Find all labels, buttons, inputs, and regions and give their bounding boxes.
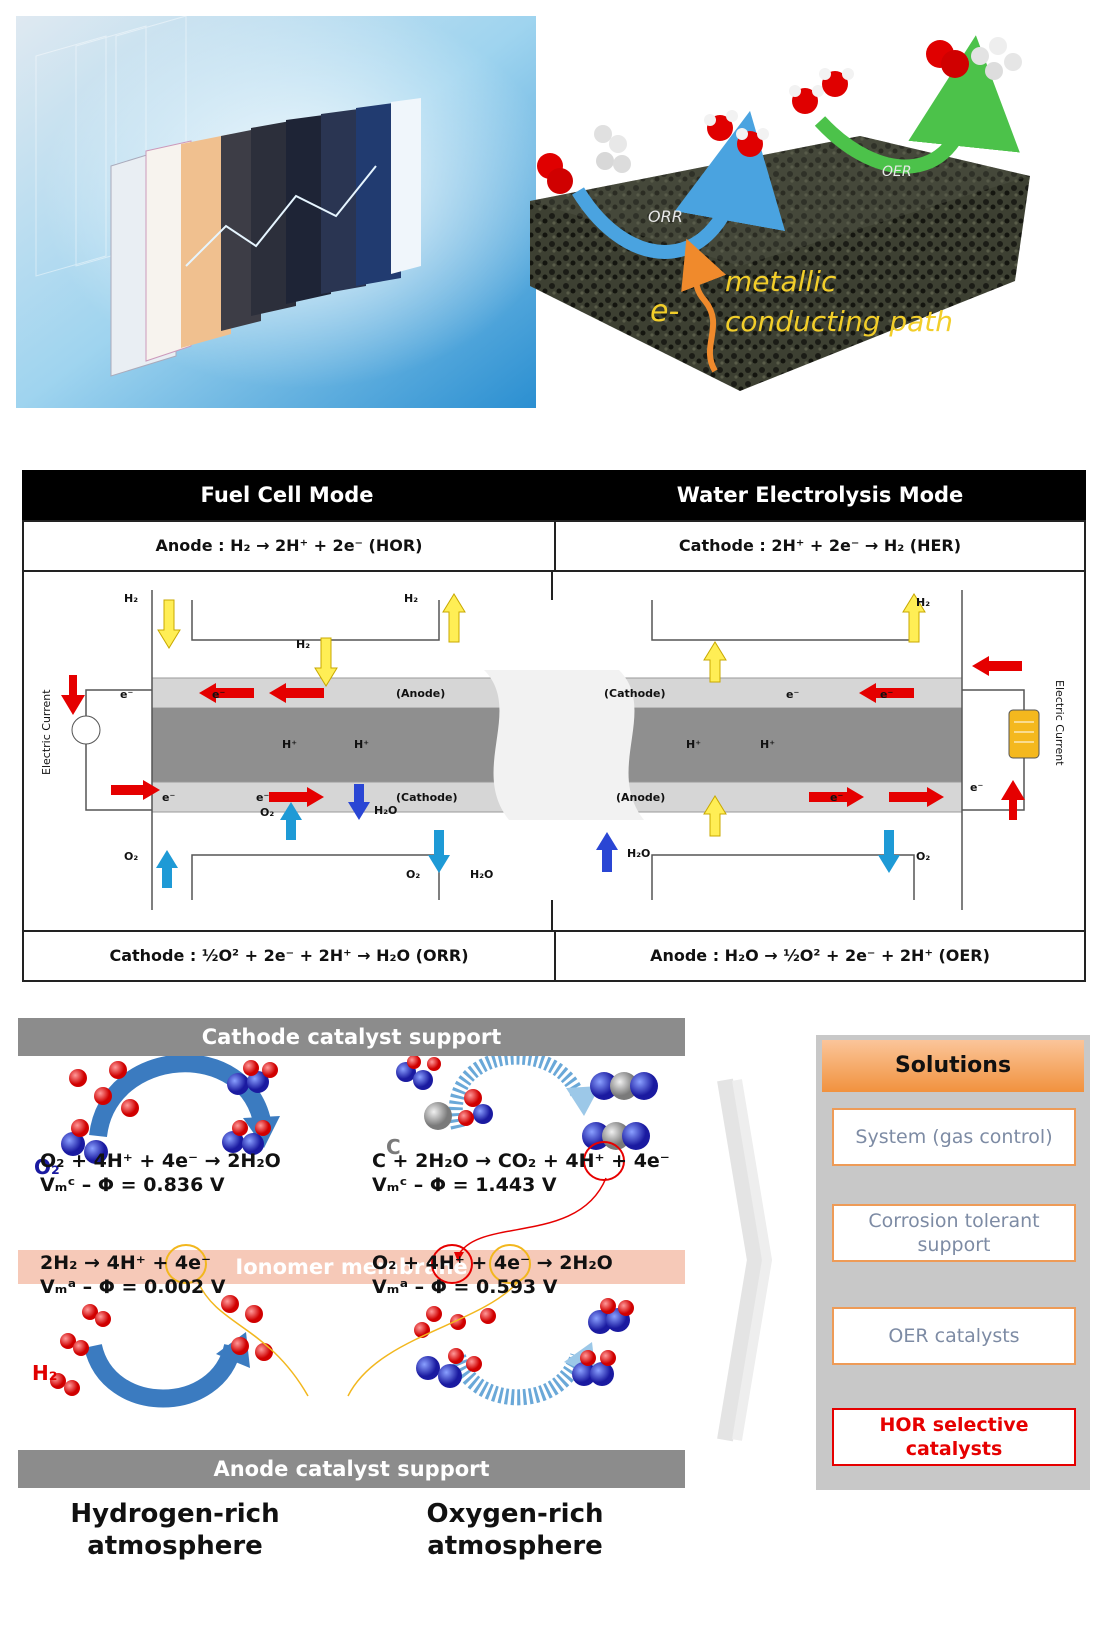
solution-oer-catalysts: OER catalysts bbox=[832, 1307, 1076, 1365]
transition-chevrons bbox=[717, 1078, 773, 1442]
electron-ext-right: e⁻ bbox=[970, 781, 983, 794]
h2-label-anode: H₂ bbox=[296, 638, 310, 651]
carbon-corrosion-equation: C + 2H₂O → CO₂ + 4H⁺ + 4e⁻ bbox=[372, 1150, 670, 1172]
top-equation-row: Anode : H₂ → 2H⁺ + 2e⁻ (HOR) Cathode : 2… bbox=[22, 520, 1086, 572]
catalyst-molecules: O₂ C H₂ bbox=[32, 1056, 658, 1408]
orr-label: ORR bbox=[648, 207, 683, 226]
solution-hor-selective-catalysts: HOR selective catalysts bbox=[832, 1408, 1076, 1466]
bottom-equation-row: Cathode : ½O² + 2e⁻ + 2H⁺ → H₂O (ORR) An… bbox=[22, 930, 1086, 982]
cathode-label-fc: (Cathode) bbox=[396, 791, 458, 804]
h2o-label-out: H₂O bbox=[470, 868, 493, 881]
h2-label-left: H₂ bbox=[124, 592, 138, 605]
hor-equation: Anode : H₂ → 2H⁺ + 2e⁻ (HOR) bbox=[155, 536, 423, 555]
electron-ec-top-2: e⁻ bbox=[880, 688, 893, 701]
h2-oxidation-voltage: Vₘᵃ – Φ = 0.002 V bbox=[40, 1276, 226, 1298]
anode-label-fc: (Anode) bbox=[396, 687, 445, 700]
electron-label: e- bbox=[650, 294, 679, 329]
electron-anode-1: e⁻ bbox=[212, 688, 225, 701]
h2-label-right: H₂ bbox=[916, 596, 930, 609]
h2o-label-cathode: H₂O bbox=[374, 804, 397, 817]
oer-label: OER bbox=[882, 164, 912, 180]
proton-1: H⁺ bbox=[282, 738, 297, 751]
electron-cathode-1: e⁻ bbox=[162, 791, 175, 804]
solutions-title: Solutions bbox=[822, 1040, 1084, 1092]
hydrogen-rich-label: Hydrogen-rich atmosphere bbox=[70, 1499, 280, 1561]
proton-3: H⁺ bbox=[686, 738, 701, 751]
electron-ext-left-top: e⁻ bbox=[120, 688, 133, 701]
h2-oxidation-equation: 2H₂ → 4H⁺ + 4e⁻ bbox=[40, 1252, 212, 1274]
oxygen-reduction-anode-equation: O₂ + 4H⁺ + 4e⁻ → 2H₂O bbox=[372, 1252, 613, 1274]
fuel-cell-stack-photo bbox=[16, 16, 536, 408]
anode-catalyst-band: Anode catalyst support bbox=[18, 1450, 685, 1488]
ionomer-band: Ionomer membrane bbox=[18, 1250, 685, 1284]
o2-reduction-voltage: Vₘᶜ – Φ = 0.836 V bbox=[40, 1174, 225, 1196]
cathode-label-we: (Cathode) bbox=[604, 687, 666, 700]
h2o-label-in: H₂O bbox=[627, 847, 650, 860]
h2-label-left-out: H₂ bbox=[404, 592, 418, 605]
mode-header: Fuel Cell Mode Water Electrolysis Mode bbox=[22, 470, 1086, 520]
conducting-path-label: conducting path bbox=[725, 305, 953, 338]
electron-ec-top-1: e⁻ bbox=[786, 688, 799, 701]
o2-label-cathode: O₂ bbox=[260, 806, 274, 819]
proton-4: H⁺ bbox=[760, 738, 775, 751]
cathode-catalyst-band: Cathode catalyst support bbox=[18, 1018, 685, 1056]
o2-label-out: O₂ bbox=[406, 868, 420, 881]
electric-current-right: Electric Current bbox=[1053, 680, 1066, 766]
proton-2: H⁺ bbox=[354, 738, 369, 751]
carbon-label: C bbox=[386, 1135, 401, 1159]
oer-equation: Anode : H₂O → ½O² + 2e⁻ + 2H⁺ (OER) bbox=[650, 946, 990, 965]
electron-cathode-2: e⁻ bbox=[256, 791, 269, 804]
h2-label: H₂ bbox=[32, 1361, 58, 1385]
metallic-label: metallic bbox=[725, 265, 837, 298]
anode-label-we: (Anode) bbox=[616, 791, 665, 804]
oxygen-rich-label: Oxygen-rich atmosphere bbox=[426, 1499, 604, 1561]
o2-label-left: O₂ bbox=[124, 850, 138, 863]
orr-equation: Cathode : ½O² + 2e⁻ + 2H⁺ → H₂O (ORR) bbox=[109, 946, 469, 965]
cell-schematic: H₂ H₂ H₂ H₂ O₂ O₂ O₂ O₂ H₂O H₂O H₂O e⁻ e… bbox=[40, 570, 1066, 930]
water-electrolysis-mode-title: Water Electrolysis Mode bbox=[676, 483, 964, 507]
oxygen-reduction-anode-voltage: Vₘᵃ – Φ = 0.593 V bbox=[372, 1276, 558, 1298]
porous-catalyst-illustration: ORR OER e- metallic conducting path bbox=[530, 35, 1030, 391]
carbon-corrosion-voltage: Vₘᶜ – Φ = 1.443 V bbox=[372, 1174, 557, 1196]
electron-ec-bottom: e⁻ bbox=[830, 791, 843, 804]
o2-reduction-equation: O₂ + 4H⁺ + 4e⁻ → 2H₂O bbox=[40, 1150, 281, 1172]
solution-system-gas-control: System (gas control) bbox=[832, 1108, 1076, 1166]
her-equation: Cathode : 2H⁺ + 2e⁻ → H₂ (HER) bbox=[678, 536, 962, 555]
fuel-cell-mode-title: Fuel Cell Mode bbox=[200, 483, 374, 507]
solution-corrosion-tolerant-support: Corrosion tolerant support bbox=[832, 1204, 1076, 1262]
o2-label-right: O₂ bbox=[916, 850, 930, 863]
o2-label: O₂ bbox=[34, 1155, 60, 1179]
electric-current-left: Electric Current bbox=[40, 689, 53, 775]
